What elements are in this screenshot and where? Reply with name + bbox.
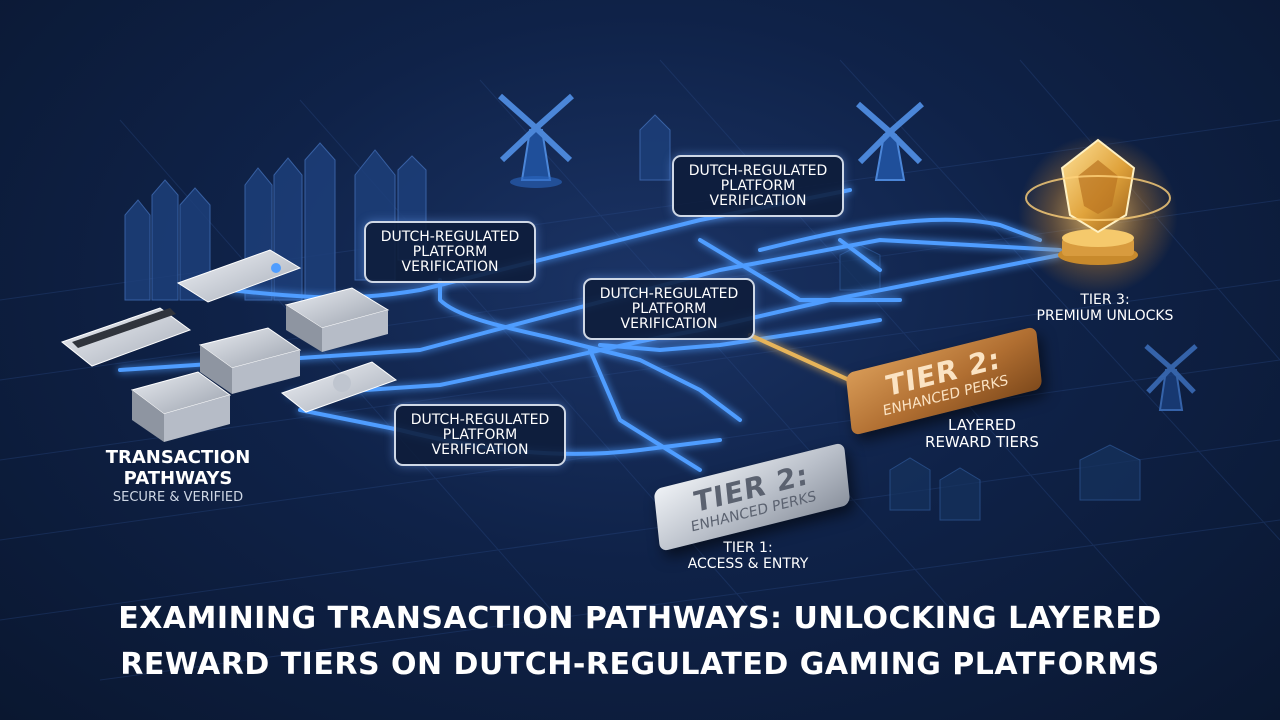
verification-line: VERIFICATION xyxy=(401,258,499,275)
left-title-line1: TRANSACTION xyxy=(105,447,251,468)
tier1-line1: TIER 1: xyxy=(723,540,773,556)
windmill-icon xyxy=(1144,344,1198,411)
cash-stack-icon xyxy=(130,371,232,442)
credit-card-icon xyxy=(176,249,302,303)
verification-box: DUTCH-REGULATED PLATFORM VERIFICATION xyxy=(394,404,566,466)
verification-line: VERIFICATION xyxy=(709,192,807,209)
layered-tiers-label: LAYERED REWARD TIERS xyxy=(900,416,1064,452)
transaction-pathways-label: TRANSACTION PATHWAYS SECURE & VERIFIED xyxy=(78,447,278,506)
verification-box: DUTCH-REGULATED PLATFORM VERIFICATION xyxy=(583,278,755,340)
verification-line: PLATFORM xyxy=(720,177,796,194)
verification-line: VERIFICATION xyxy=(431,441,529,458)
cash-stack-icon xyxy=(284,287,390,352)
tier3-line2: PREMIUM UNLOCKS xyxy=(1036,308,1174,325)
cash-stack-icon xyxy=(198,327,302,394)
headline-line1: EXAMINING TRANSACTION PATHWAYS: UNLOCKIN… xyxy=(118,601,1162,636)
verification-line: DUTCH-REGULATED xyxy=(410,411,550,428)
verification-line: VERIFICATION xyxy=(620,315,718,332)
tier3-label: TIER 3: PREMIUM UNLOCKS xyxy=(1010,292,1200,324)
gold-reward-path xyxy=(748,333,862,387)
verification-line: PLATFORM xyxy=(631,300,707,317)
premium-trophy-icon xyxy=(1018,135,1178,295)
layered-line2: REWARD TIERS xyxy=(925,433,1039,452)
windmill-icon xyxy=(498,93,574,188)
right-buildings-silhouette xyxy=(839,244,1141,521)
verification-box: DUTCH-REGULATED PLATFORM VERIFICATION xyxy=(364,221,536,283)
windmill-icon xyxy=(856,101,924,181)
verification-line: PLATFORM xyxy=(442,426,518,443)
layered-line1: LAYERED xyxy=(948,416,1016,434)
page-title: EXAMINING TRANSACTION PATHWAYS: UNLOCKIN… xyxy=(40,596,1240,688)
credit-card-icon xyxy=(60,307,192,367)
left-title-line2: PATHWAYS xyxy=(123,467,233,489)
verification-line: PLATFORM xyxy=(412,243,488,260)
verification-box: DUTCH-REGULATED PLATFORM VERIFICATION xyxy=(672,155,844,217)
verification-line: DUTCH-REGULATED xyxy=(380,228,520,245)
tier3-line1: TIER 3: xyxy=(1080,292,1130,308)
credit-card-icon xyxy=(280,361,398,413)
headline-line2: REWARD TIERS ON DUTCH-REGULATED GAMING P… xyxy=(120,647,1160,682)
tier1-line2: ACCESS & ENTRY xyxy=(687,556,809,573)
left-subtitle: SECURE & VERIFIED xyxy=(112,490,244,506)
verification-line: DUTCH-REGULATED xyxy=(688,162,828,179)
tier1-label: TIER 1: ACCESS & ENTRY xyxy=(660,540,836,572)
verification-line: DUTCH-REGULATED xyxy=(599,285,739,302)
